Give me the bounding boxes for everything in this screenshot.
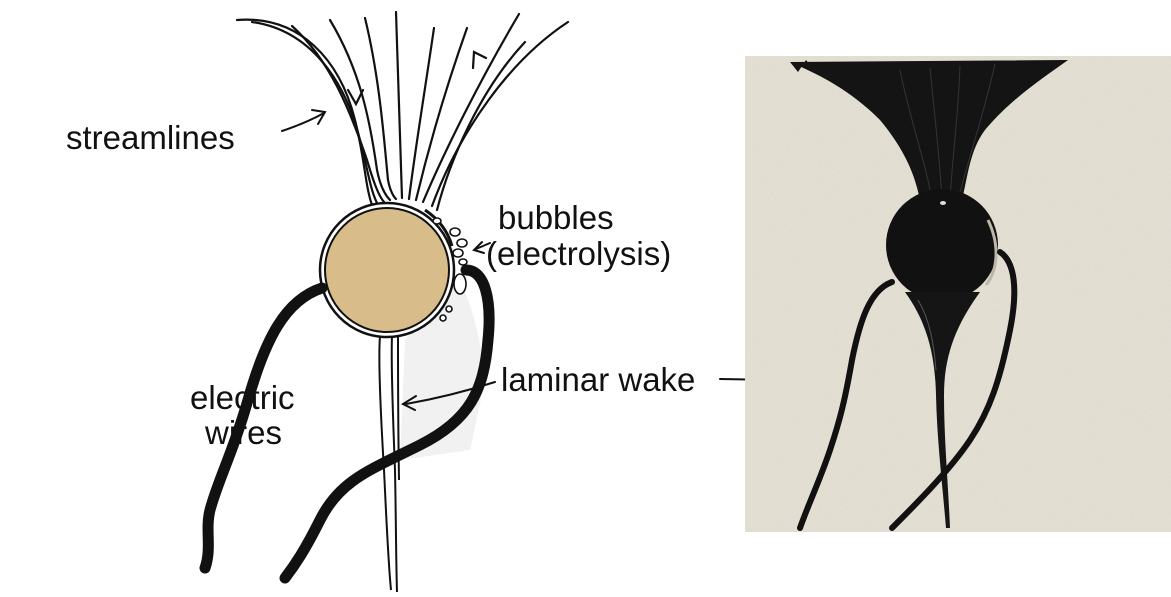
cylinder [325,208,449,332]
streamline [416,28,467,200]
bubble [457,239,467,247]
bubble [459,259,467,265]
photo-cylinder [886,189,998,301]
streamline [292,26,384,202]
streamline [423,14,519,202]
streamlines-group [237,12,568,210]
label-wires: wires [205,415,282,451]
label-streamlines: streamlines [66,120,235,156]
flow-photograph [745,56,1171,532]
bubble [454,274,466,294]
bubble [440,315,446,321]
label-bubbles: bubbles [498,200,614,236]
arrowhead [473,52,486,68]
streamline [432,22,568,206]
streamlines-pointer [282,113,324,131]
label-laminar-wake: laminar wake [501,362,695,398]
bubble [433,218,441,224]
bubble [453,249,463,257]
bubble [450,228,460,236]
bubble [446,306,452,312]
streamline [437,42,525,210]
streamline [396,12,402,198]
label-electrolysis: (electrolysis) [486,236,671,272]
label-electric: electric [190,380,295,416]
